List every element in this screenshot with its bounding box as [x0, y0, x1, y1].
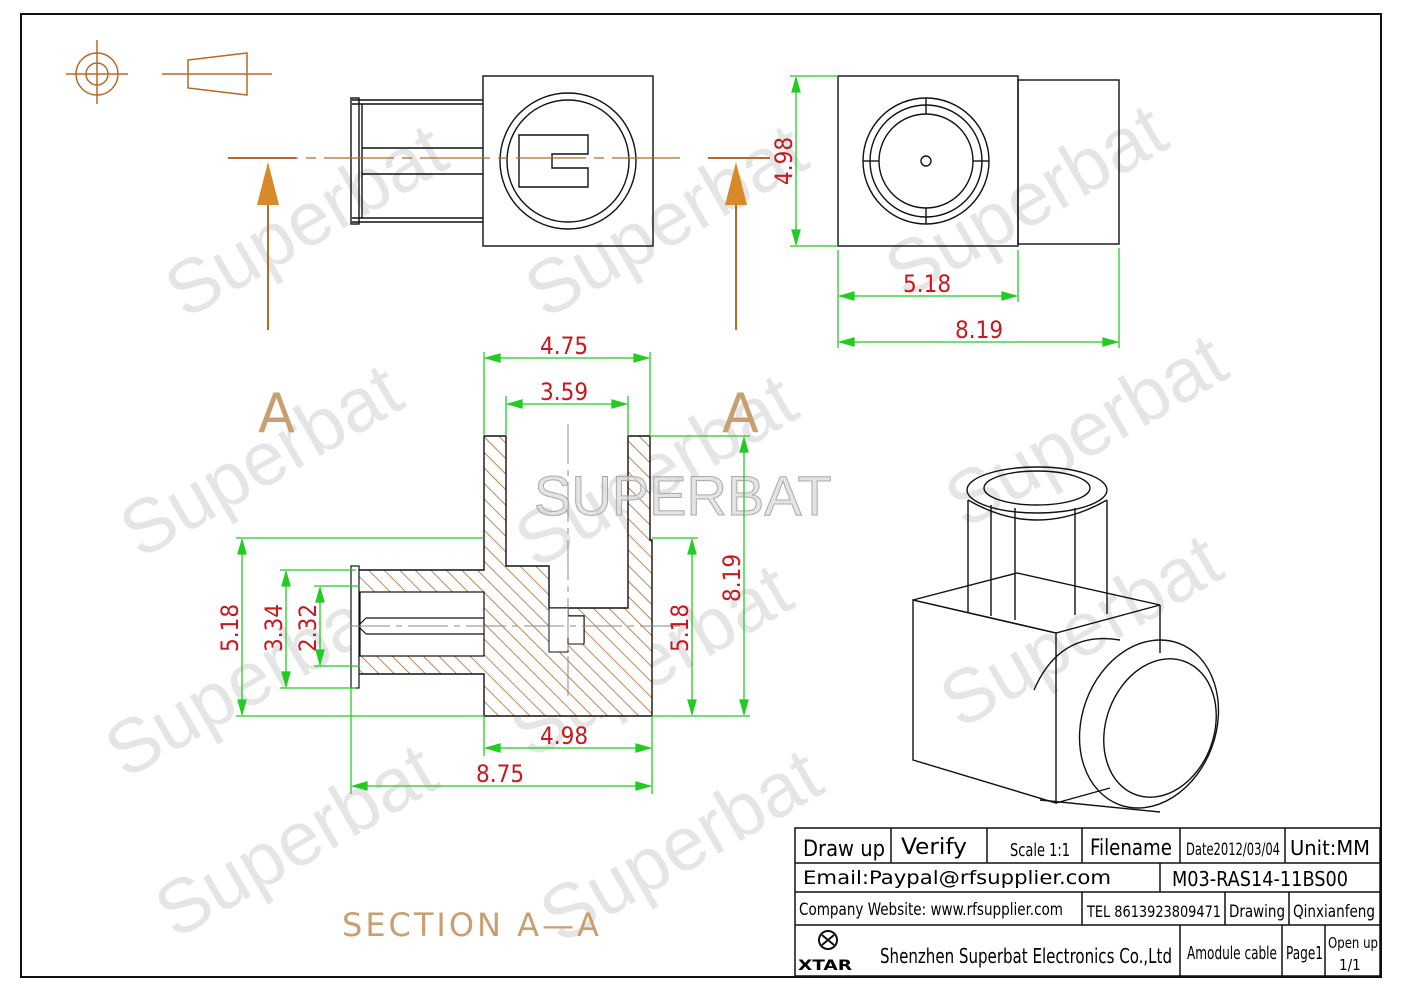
dim-side-height: 4.98 — [770, 137, 798, 185]
side-view — [837, 75, 1120, 247]
title-email: Email:Paypal@rfsupplier.com — [803, 867, 1111, 889]
section-caption: SECTION A—A — [342, 906, 602, 944]
title-drawing-label: Drawing — [1229, 902, 1285, 922]
title-scale: Scale 1:1 — [1010, 840, 1070, 861]
projection-symbol — [66, 40, 272, 104]
title-draw-up: Draw up — [803, 837, 885, 862]
title-block — [794, 827, 1381, 977]
dim-left-height: 5.18 — [216, 604, 244, 652]
dim-top-inner: 3.59 — [540, 378, 588, 406]
title-company: Shenzhen Superbat Electronics Co.,Ltd — [880, 944, 1172, 968]
watermark-text: Superbat — [151, 107, 461, 335]
title-open-up: Open up — [1328, 934, 1378, 952]
isometric-view — [912, 466, 1220, 813]
title-tel: TEL 8613923809471 — [1086, 902, 1221, 921]
cut-letter-right: A — [722, 382, 759, 445]
title-product: Amodule cable — [1187, 943, 1277, 964]
dim-top-outer: 4.75 — [540, 332, 588, 360]
front-view — [350, 75, 654, 247]
xtar-logo-icon — [818, 930, 838, 950]
title-website: Company Website: www.rfsupplier.com — [799, 900, 1063, 920]
title-unit: Unit:MM — [1290, 836, 1370, 860]
title-drawer: Qinxianfeng — [1293, 902, 1375, 922]
section-arrow-right — [708, 157, 770, 330]
section-watermark-logo: SUPERBAT — [534, 464, 832, 527]
section-view — [350, 424, 680, 717]
title-part-number: M03-RAS14-11BS00 — [1172, 867, 1348, 891]
dim-left-mid: 3.34 — [260, 604, 288, 652]
dim-right-total: 8.19 — [718, 554, 746, 602]
watermark-text: Superbat — [926, 517, 1236, 745]
dim-side-inner-width: 5.18 — [903, 270, 951, 298]
dim-side-total-width: 8.19 — [955, 316, 1003, 344]
section-dimension-lines — [236, 352, 750, 794]
drawing-border — [20, 13, 1382, 978]
title-verify: Verify — [901, 835, 967, 860]
title-date: Date2012/03/04 — [1186, 840, 1280, 860]
dim-right-inner: 5.18 — [666, 604, 694, 652]
title-sheet: 1/1 — [1339, 956, 1361, 974]
dim-bottom-base: 4.98 — [540, 722, 588, 750]
title-logo-text: XTAR — [798, 958, 852, 974]
dim-left-inner: 2.32 — [294, 604, 322, 652]
section-arrow-left — [228, 157, 296, 330]
title-filename-label: Filename — [1090, 836, 1172, 861]
title-page: Page1 — [1286, 943, 1323, 964]
cut-letter-left: A — [258, 382, 295, 445]
side-dimension-lines — [790, 75, 1120, 348]
dim-bottom-total: 8.75 — [476, 760, 524, 788]
